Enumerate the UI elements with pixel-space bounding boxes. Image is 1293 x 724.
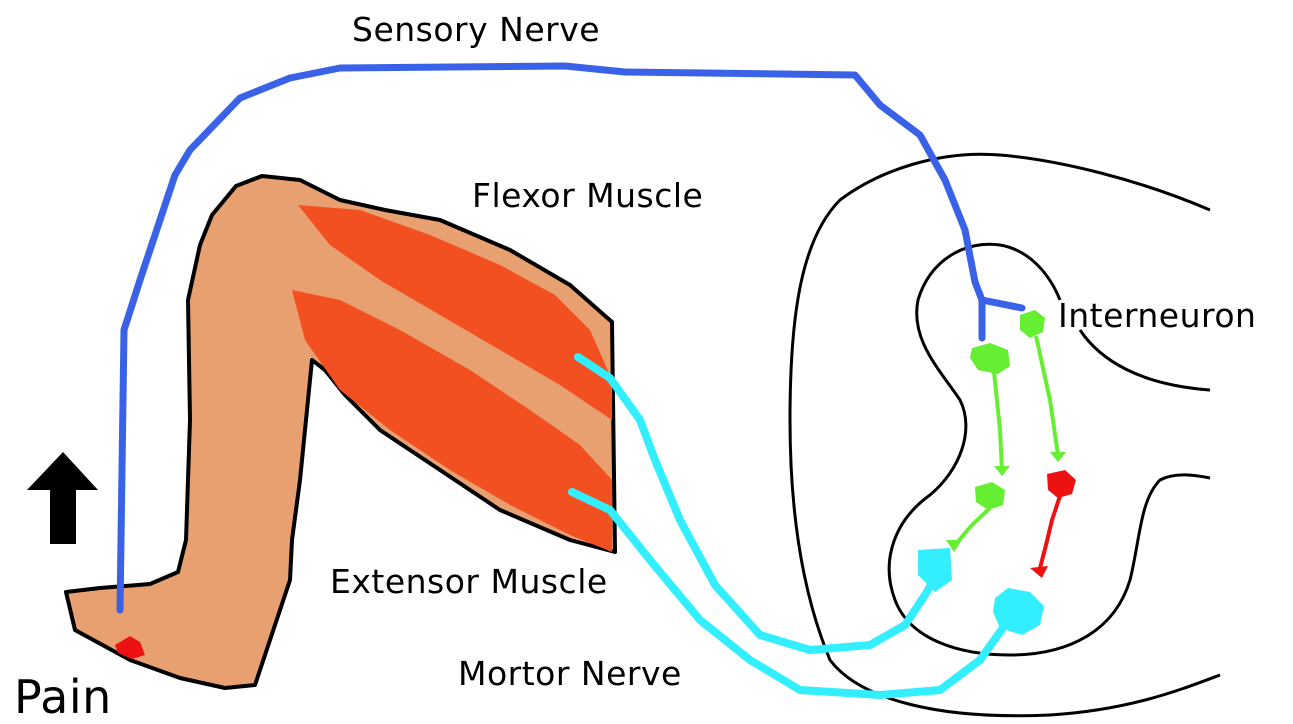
interneuron-terminal-1 — [994, 466, 1010, 476]
label-motor-nerve: Mortor Nerve — [458, 654, 682, 693]
motor-neurons — [918, 548, 1044, 635]
interneuron-excitatory — [946, 310, 1066, 552]
interneuron-axon-2 — [1036, 336, 1058, 455]
inhibitory-terminal — [1030, 566, 1048, 578]
interneuron-inhibitory — [1030, 470, 1076, 578]
inhibitory-cell — [1047, 470, 1076, 498]
label-pain: Pain — [14, 670, 112, 724]
interneuron-axon-3 — [955, 508, 990, 545]
label-interneuron: Interneuron — [1058, 296, 1256, 335]
spinal-cord-horn — [1080, 330, 1210, 390]
up-arrow-icon — [27, 452, 98, 544]
motor-nerve-flexor — [578, 357, 940, 650]
inhibitory-axon — [1040, 496, 1060, 568]
label-flexor-muscle: Flexor Muscle — [472, 176, 703, 215]
interneuron-cell-2 — [1020, 310, 1045, 338]
interneuron-cell-3 — [975, 482, 1005, 510]
label-extensor-muscle: Extensor Muscle — [330, 562, 608, 601]
motor-neuron-flexor — [918, 548, 952, 592]
interneurons — [946, 310, 1076, 578]
interneuron-cell-1 — [970, 343, 1010, 374]
interneuron-terminal-2 — [1050, 452, 1066, 462]
label-sensory-nerve: Sensory Nerve — [352, 10, 600, 49]
interneuron-axon-1 — [994, 372, 1002, 470]
motor-neuron-extensor — [993, 588, 1044, 635]
